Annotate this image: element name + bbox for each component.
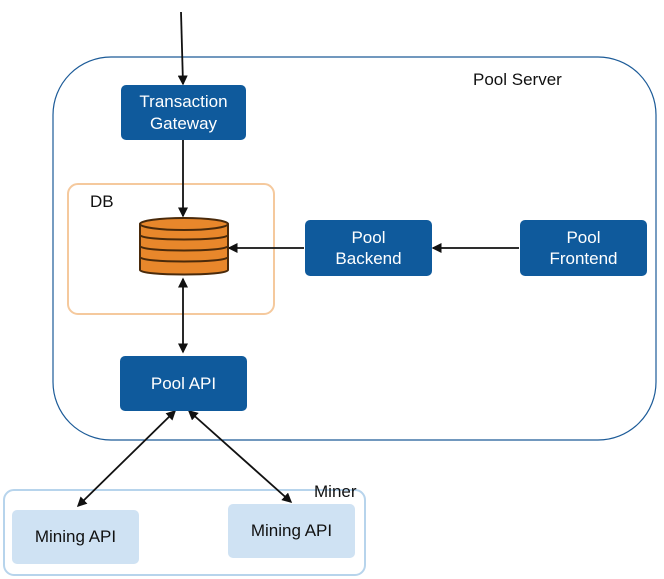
database-disk-line-1 xyxy=(139,234,229,241)
transaction-gateway-node[interactable]: Transaction Gateway xyxy=(121,85,246,140)
miner-container xyxy=(3,489,366,576)
edge-external-to-gateway xyxy=(177,11,188,86)
pool-frontend-node[interactable]: Pool Frontend xyxy=(520,220,647,276)
mining-api-left-node[interactable]: Mining API xyxy=(12,510,139,564)
pool-server-label: Pool Server xyxy=(473,70,562,89)
database-top xyxy=(139,217,229,231)
miner-label: Miner xyxy=(314,482,357,501)
database-icon xyxy=(139,217,229,276)
database-disk-line-2 xyxy=(139,245,229,252)
edge-pool-api-left-mining-api xyxy=(76,409,177,508)
db-label: DB xyxy=(90,192,114,211)
mining-api-right-node[interactable]: Mining API xyxy=(228,504,355,558)
db-container xyxy=(67,183,275,315)
pool-server-container xyxy=(52,56,657,441)
pool-backend-node[interactable]: Pool Backend xyxy=(305,220,432,276)
database-disk-line-3 xyxy=(139,256,229,263)
pool-api-node[interactable]: Pool API xyxy=(120,356,247,411)
edge-pool-api-right-mining-api xyxy=(187,410,293,503)
